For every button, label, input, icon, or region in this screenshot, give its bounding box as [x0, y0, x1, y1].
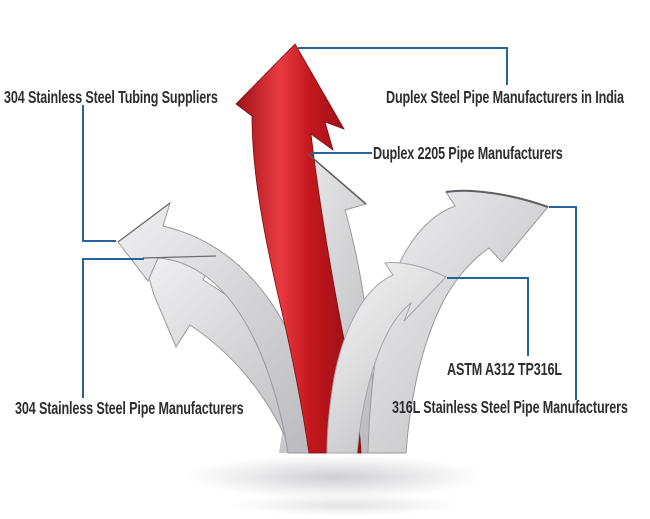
connector-astm-a312 — [447, 277, 529, 356]
connector-tubing-suppliers — [82, 105, 116, 242]
edge-highlight-lower-left-arrow — [142, 255, 217, 259]
label-304-stainless-steel-tubing-suppliers: 304 Stainless Steel Tubing Suppliers — [4, 87, 218, 107]
label-duplex-2205-pipe-manufacturers: Duplex 2205 Pipe Manufacturers — [373, 143, 563, 163]
label-304-stainless-steel-pipe-manufacturers: 304 Stainless Steel Pipe Manufacturers — [15, 398, 244, 418]
edge-highlight-middle-arrow — [307, 153, 367, 205]
connector-316l-pipe — [549, 206, 577, 400]
gray-arrow-mid-right — [326, 262, 447, 454]
connector-duplex-india — [298, 47, 508, 85]
ground-shadow — [185, 455, 485, 499]
label-316l-stainless-steel-pipe-manufacturers: 316L Stainless Steel Pipe Manufacturers — [392, 397, 628, 417]
red-arrow — [235, 43, 362, 454]
edge-highlight-upper-left-arrow — [117, 202, 171, 243]
ground-shadow-soft — [230, 494, 460, 516]
label-astm-a312-tp316l: ASTM A312 TP316L — [447, 359, 562, 379]
edge-highlight-right-arrow — [445, 189, 549, 208]
connector-304-pipe — [82, 258, 144, 398]
label-duplex-steel-pipe-manufacturers-in-india: Duplex Steel Pipe Manufacturers in India — [386, 87, 624, 107]
